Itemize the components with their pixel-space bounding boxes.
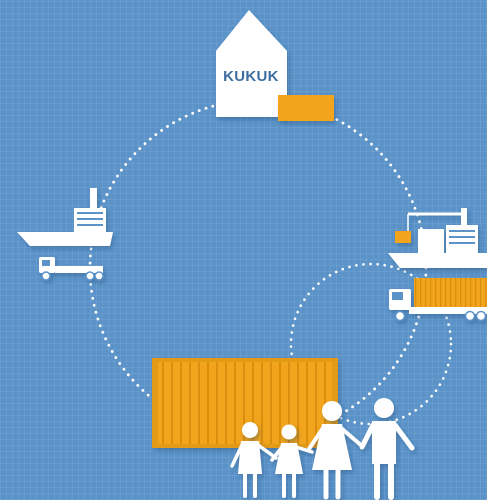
dotted-return-loop — [289, 262, 453, 426]
crane-ship-icon — [388, 208, 487, 268]
warehouse-cargo-box — [278, 95, 334, 121]
brand-label: KUKUK — [223, 68, 279, 85]
father-figure — [359, 398, 415, 500]
child-figure — [230, 422, 278, 498]
family-icon — [230, 398, 415, 500]
container-truck-icon — [389, 278, 487, 322]
warehouse-icon — [216, 10, 287, 117]
cargo-ship-icon — [17, 188, 113, 246]
delivery-truck-icon — [39, 257, 104, 281]
mother-figure — [307, 401, 364, 500]
child-figure — [270, 424, 314, 498]
